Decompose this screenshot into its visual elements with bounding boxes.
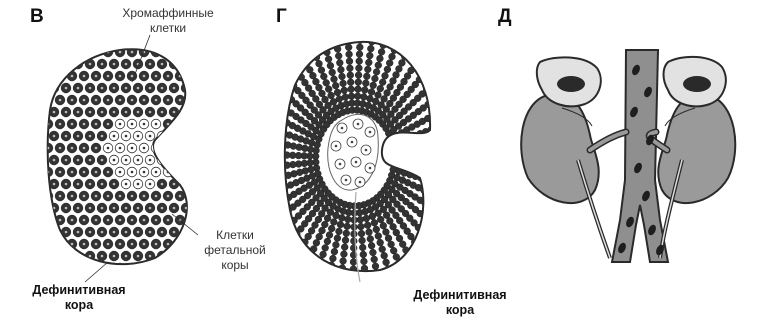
vena-cava-aorta [612,50,668,262]
fetal-cortex-label: Клетки фетальной коры [190,228,280,273]
definitive-b-pointer [85,262,108,282]
panel-b-gland [43,47,191,273]
panel-d-organs [521,50,735,262]
right-adrenal-medulla [683,76,711,92]
chromaffin-label: Хромаффинные клетки [108,6,228,36]
panel-letter-g: Г [276,6,287,28]
left-adrenal-medulla [557,76,585,92]
panel-letter-b: В [30,6,44,28]
panel-letter-d: Д [498,6,512,28]
definitive-cortex-label-g: Дефинитивная кора [395,288,525,318]
definitive-cortex-label-b: Дефинитивная кора [14,283,144,313]
left-renal-vessel [590,132,626,150]
